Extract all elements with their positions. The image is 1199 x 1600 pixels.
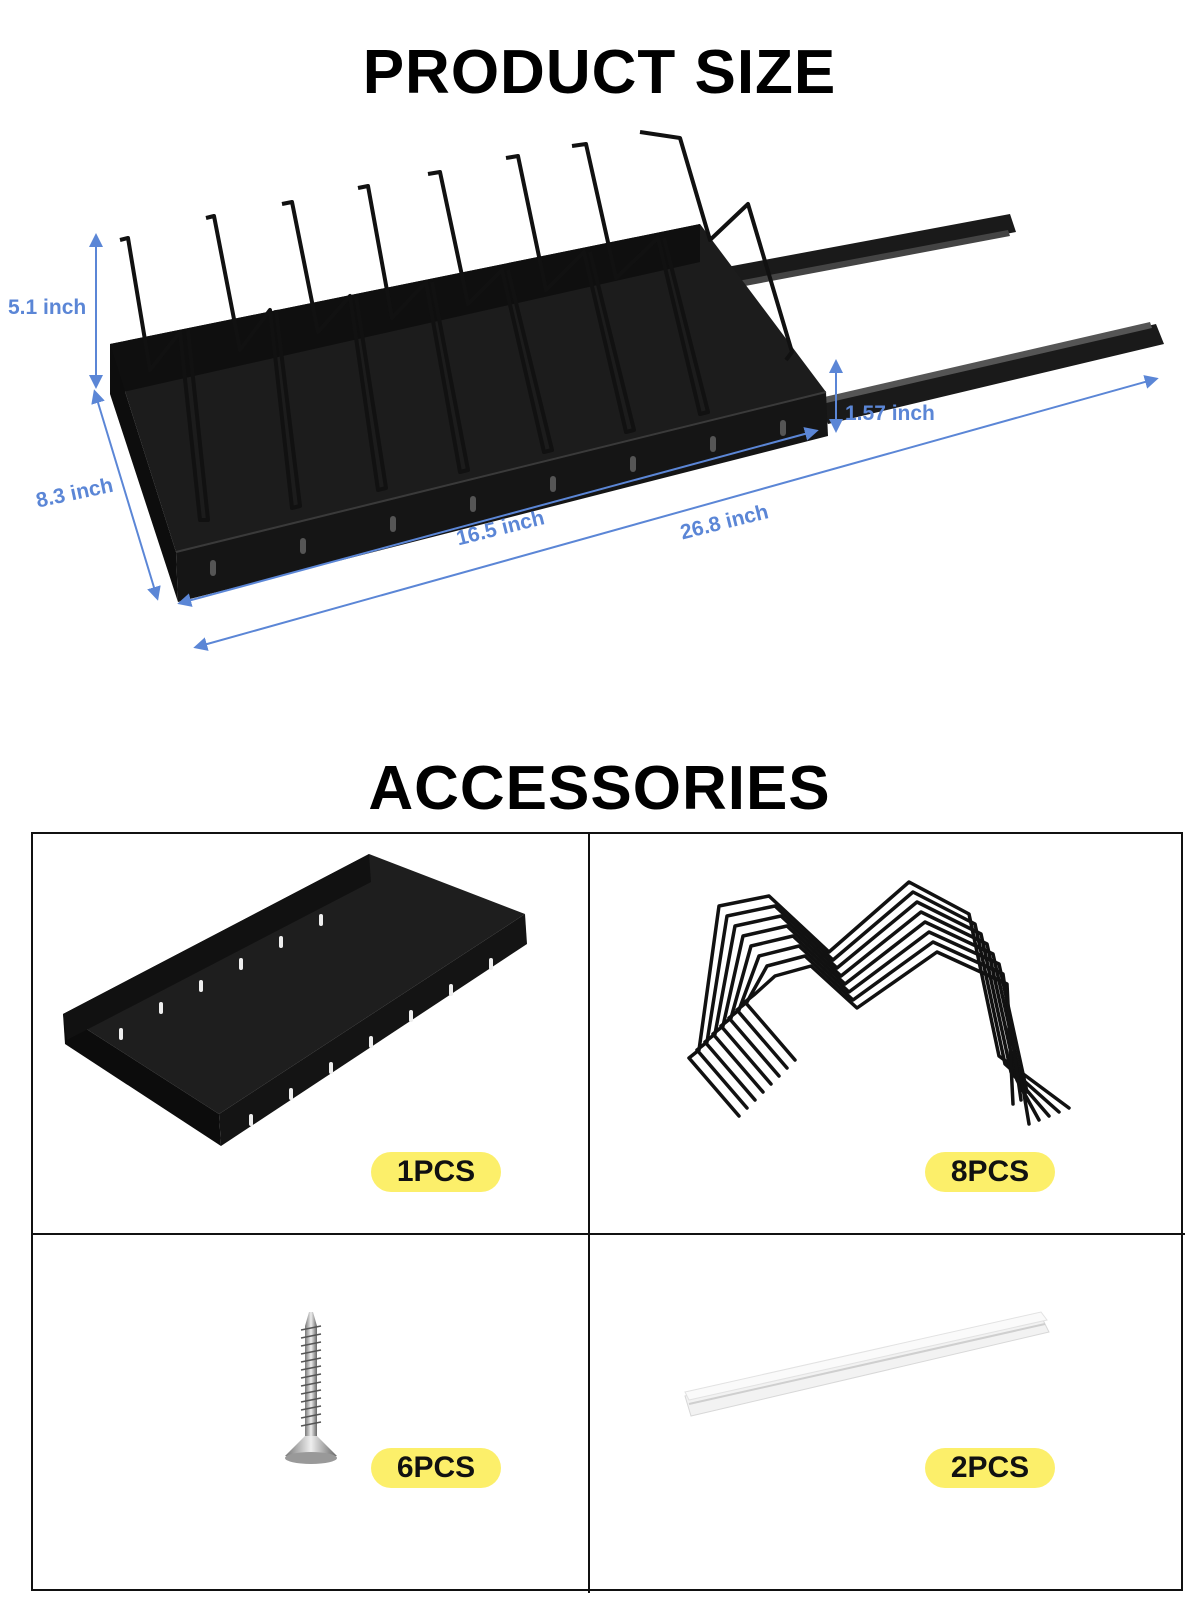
product-illustration [89,130,1164,651]
qty-badge-tray: 1PCS [371,1152,501,1192]
accessory-screw-cell: 6PCS [33,1234,589,1593]
qty-badge-wire: 8PCS [925,1152,1055,1192]
accessories-title: ACCESSORIES [368,754,831,823]
qty-badge-screw: 6PCS [371,1448,501,1488]
accessory-tray-cell: 1PCS [33,834,589,1234]
accessories-grid: 1PCS 8PCS [31,832,1185,1593]
dimension-height: 5.1 inch [8,296,87,319]
accessory-wire-cell: 8PCS [589,834,1185,1234]
tray-image [63,854,527,1146]
qty-badge-strip: 2PCS [925,1448,1055,1488]
screw-image [285,1312,337,1464]
product-size-title: PRODUCT SIZE [362,38,837,107]
adhesive-strip-image [684,1311,1050,1417]
wire-divider-image [687,880,1071,1126]
accessory-strip-cell: 2PCS [589,1234,1185,1593]
grid-lines [33,834,1185,1593]
dimension-rail: 1.57 inch [845,402,935,425]
